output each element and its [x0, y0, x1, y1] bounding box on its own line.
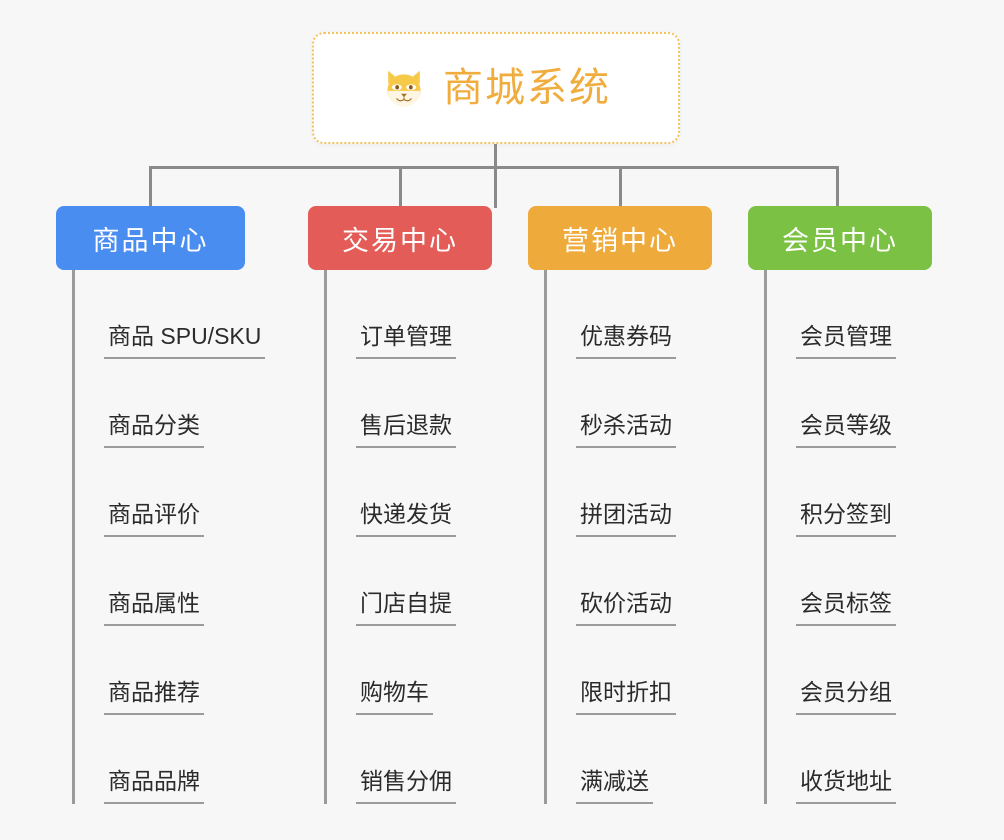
list-item[interactable]: 订单管理 — [308, 270, 492, 359]
list-item[interactable]: 会员标签 — [748, 537, 932, 626]
list-item[interactable]: 快递发货 — [308, 448, 492, 537]
leaf-list-1: 商品 SPU/SKU 商品分类 商品评价 商品属性 商品推荐 商品品牌 — [56, 270, 266, 804]
leaf-label: 会员等级 — [796, 412, 896, 448]
leaf-label: 秒杀活动 — [576, 412, 676, 448]
list-item[interactable]: 收货地址 — [748, 715, 932, 804]
leaf-list-3: 优惠券码 秒杀活动 拼团活动 砍价活动 限时折扣 满减送 — [528, 270, 712, 804]
category-header-3[interactable]: 营销中心 — [528, 206, 712, 270]
list-item[interactable]: 优惠券码 — [528, 270, 712, 359]
connector-drop-3 — [619, 166, 622, 208]
list-item[interactable]: 会员分组 — [748, 626, 932, 715]
list-item[interactable]: 会员等级 — [748, 359, 932, 448]
leaf-label: 售后退款 — [356, 412, 456, 448]
leaf-spine-3 — [544, 270, 547, 804]
leaf-label: 商品推荐 — [104, 679, 204, 715]
list-item[interactable]: 拼团活动 — [528, 448, 712, 537]
leaf-list-4: 会员管理 会员等级 积分签到 会员标签 会员分组 收货地址 — [748, 270, 932, 804]
leaf-label: 快递发货 — [356, 501, 456, 537]
leaf-label: 满减送 — [576, 768, 653, 804]
branch-column-2: 交易中心 订单管理 售后退款 快递发货 门店自提 购物车 销售分佣 — [308, 206, 492, 804]
category-header-3-label: 营销中心 — [562, 225, 678, 256]
list-item[interactable]: 门店自提 — [308, 537, 492, 626]
list-item[interactable]: 购物车 — [308, 626, 492, 715]
connector-drop-4 — [836, 166, 839, 208]
list-item[interactable]: 销售分佣 — [308, 715, 492, 804]
list-item[interactable]: 秒杀活动 — [528, 359, 712, 448]
leaf-label: 商品评价 — [104, 501, 204, 537]
leaf-label: 限时折扣 — [576, 679, 676, 715]
leaf-spine-4 — [764, 270, 767, 804]
shiba-dog-face-icon — [387, 70, 421, 107]
branch-column-3: 营销中心 优惠券码 秒杀活动 拼团活动 砍价活动 限时折扣 满减送 — [528, 206, 712, 804]
list-item[interactable]: 积分签到 — [748, 448, 932, 537]
leaf-label: 砍价活动 — [576, 590, 676, 626]
connector-drop-2 — [399, 166, 402, 208]
list-item[interactable]: 会员管理 — [748, 270, 932, 359]
category-header-4-label: 会员中心 — [782, 225, 898, 256]
list-item[interactable]: 商品 SPU/SKU — [56, 270, 266, 359]
connector-drop-1 — [149, 166, 152, 208]
list-item[interactable]: 限时折扣 — [528, 626, 712, 715]
leaf-label: 收货地址 — [796, 768, 896, 804]
leaf-label: 门店自提 — [356, 590, 456, 626]
leaf-spine-1 — [72, 270, 75, 804]
category-header-2[interactable]: 交易中心 — [308, 206, 492, 270]
leaf-label: 商品属性 — [104, 590, 204, 626]
connector-horizontal-bus — [149, 166, 839, 169]
branch-column-4: 会员中心 会员管理 会员等级 积分签到 会员标签 会员分组 收货地址 — [748, 206, 932, 804]
branch-column-1: 商品中心 商品 SPU/SKU 商品分类 商品评价 商品属性 商品推荐 商品品牌 — [56, 206, 266, 804]
root-node-content: 商城系统 — [381, 65, 611, 111]
leaf-label: 商品 SPU/SKU — [104, 323, 266, 359]
leaf-spine-2 — [324, 270, 327, 804]
list-item[interactable]: 售后退款 — [308, 359, 492, 448]
category-header-2-label: 交易中心 — [342, 225, 458, 256]
leaf-label: 商品品牌 — [104, 768, 204, 804]
leaf-label: 销售分佣 — [356, 768, 456, 804]
list-item[interactable]: 商品分类 — [56, 359, 245, 448]
leaf-label: 商品分类 — [104, 412, 204, 448]
leaf-label: 拼团活动 — [576, 501, 676, 537]
leaf-label: 会员标签 — [796, 590, 896, 626]
list-item[interactable]: 砍价活动 — [528, 537, 712, 626]
root-node-title: 商城系统 — [443, 66, 611, 110]
category-header-1[interactable]: 商品中心 — [56, 206, 245, 270]
list-item[interactable]: 商品品牌 — [56, 715, 245, 804]
leaf-label: 会员管理 — [796, 323, 896, 359]
connector-trunk-vertical — [494, 144, 497, 208]
list-item[interactable]: 商品推荐 — [56, 626, 245, 715]
leaf-label: 购物车 — [356, 679, 433, 715]
leaf-label: 积分签到 — [796, 501, 896, 537]
category-header-1-label: 商品中心 — [92, 225, 209, 256]
leaf-label: 优惠券码 — [576, 323, 676, 359]
root-node-mall-system[interactable]: 商城系统 — [312, 32, 680, 144]
leaf-label: 订单管理 — [356, 323, 456, 359]
leaf-list-2: 订单管理 售后退款 快递发货 门店自提 购物车 销售分佣 — [308, 270, 492, 804]
leaf-label: 会员分组 — [796, 679, 896, 715]
list-item[interactable]: 满减送 — [528, 715, 712, 804]
list-item[interactable]: 商品属性 — [56, 537, 245, 626]
list-item[interactable]: 商品评价 — [56, 448, 245, 537]
category-header-4[interactable]: 会员中心 — [748, 206, 932, 270]
